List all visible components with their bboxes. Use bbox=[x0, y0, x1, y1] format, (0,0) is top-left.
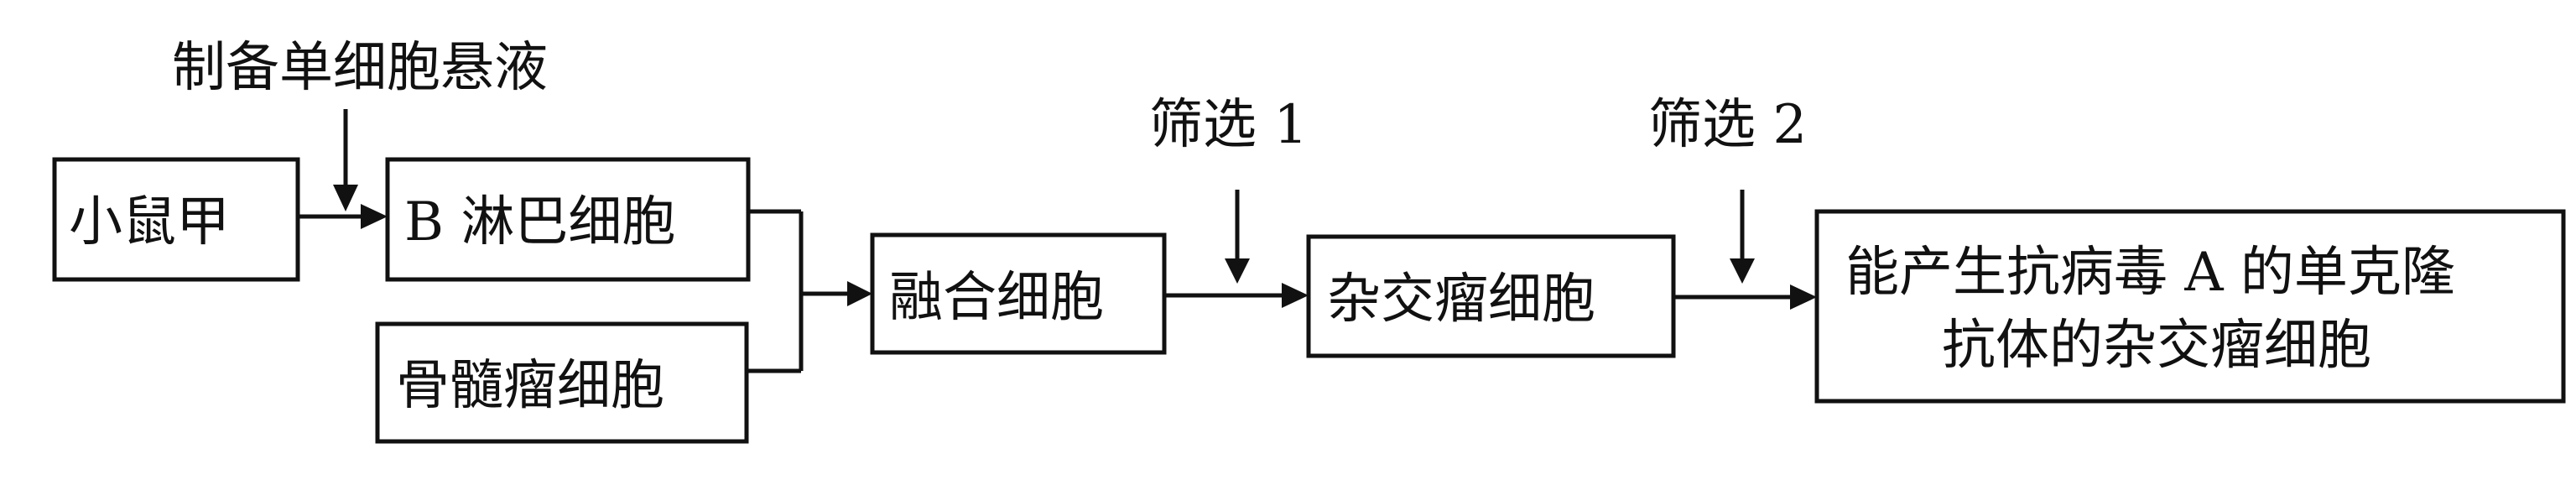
result-label-line2: 抗体的杂交瘤细胞 bbox=[1942, 315, 2371, 377]
fused-cell-box bbox=[870, 232, 1167, 355]
fused-to-hybridoma-arrowhead bbox=[1282, 283, 1309, 308]
result-label-line1: 能产生抗病毒 A 的单克隆 bbox=[1845, 242, 2455, 304]
hybridoma-label: 杂交瘤细胞 bbox=[1327, 269, 1595, 331]
fused-cell-label: 融合细胞 bbox=[889, 267, 1104, 329]
mouse-label: 小鼠甲 bbox=[69, 191, 230, 253]
preparation-note: 制备单细胞悬液 bbox=[172, 37, 548, 99]
preparation-arrowhead bbox=[333, 185, 358, 211]
screen-two-label: 筛选 2 bbox=[1648, 94, 1807, 156]
result-box bbox=[1814, 209, 2566, 404]
screen-one-label: 筛选 1 bbox=[1149, 94, 1308, 156]
mouse-box bbox=[52, 157, 300, 282]
screen-two-arrowhead bbox=[1730, 258, 1755, 284]
screen-one-arrowhead bbox=[1225, 258, 1250, 284]
bcell-label: B 淋巴细胞 bbox=[404, 191, 675, 253]
mouse-to-bcell-arrowhead bbox=[361, 204, 388, 229]
hybridoma-to-result-arrowhead bbox=[1790, 284, 1817, 310]
merge-to-fused-arrowhead bbox=[847, 281, 872, 306]
bcell-box bbox=[385, 157, 751, 282]
myeloma-box bbox=[375, 321, 749, 444]
myeloma-label: 骨髓瘤细胞 bbox=[396, 355, 664, 417]
